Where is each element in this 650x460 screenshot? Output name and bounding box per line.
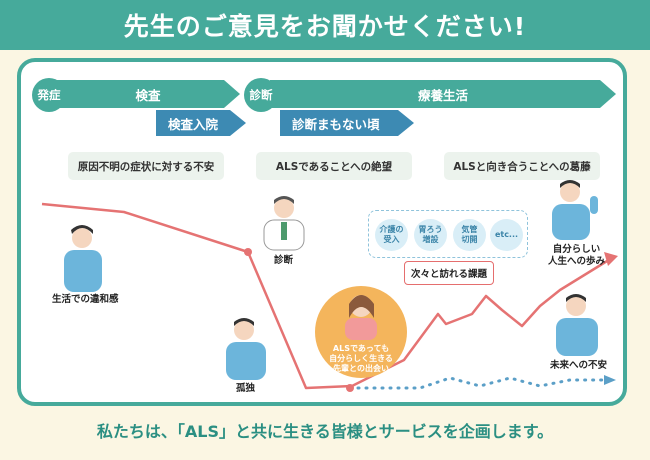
person-discomfort-figure xyxy=(64,225,102,292)
diagnosis-marker xyxy=(244,248,252,256)
footer-message: 私たちは、「ALS」と共に生きる皆様とサービスを企画します。 xyxy=(96,422,554,441)
onset-badge: 発症 xyxy=(32,78,66,112)
curve-arrowhead xyxy=(604,252,618,266)
care-arrow: 療養生活 xyxy=(270,80,616,108)
issue-gastrostomy: 胃ろう 増設 xyxy=(414,219,447,251)
emotion-curve xyxy=(41,202,613,390)
issue-etc: etc... xyxy=(490,219,523,251)
issue-care: 介護の 受入 xyxy=(375,219,408,251)
caption-own-path: 自分らしい 人生への歩み xyxy=(548,244,606,267)
person-future-anxiety-figure xyxy=(556,294,598,356)
person-isolation-figure xyxy=(226,318,266,380)
feeling-despair: ALSであることへの絶望 xyxy=(256,152,412,180)
diagnosis-badge: 診断 xyxy=(244,78,278,112)
exam-arrow: 検査 xyxy=(56,80,240,108)
issues-label: 次々と訪れる課題 xyxy=(404,261,494,285)
bottom-marker xyxy=(346,384,354,392)
admission-arrow: 検査入院 xyxy=(156,110,246,136)
doctor-figure xyxy=(263,196,305,251)
caption-discomfort: 生活での違和感 xyxy=(52,294,119,305)
mentor-meeting-text: ALSであっても 自分らしく生きる 先輩との出会い xyxy=(329,344,393,373)
issue-tracheotomy: 気管 切開 xyxy=(453,219,486,251)
feeling-conflict: ALSと向き合うことへの葛藤 xyxy=(444,152,600,180)
caption-diagnosis: 診断 xyxy=(274,255,294,266)
person-own-path-figure xyxy=(552,180,598,240)
caption-future-anxiety: 未来への不安 xyxy=(550,360,608,371)
future-arrowhead xyxy=(604,375,616,385)
issues-group: 介護の 受入 胃ろう 増設 気管 切開 etc... xyxy=(368,210,528,258)
soon-after-arrow: 診断まもない頃 xyxy=(280,110,414,136)
page-title: 先生のご意見をお聞かせください! xyxy=(0,0,650,50)
feeling-anxiety: 原因不明の症状に対する不安 xyxy=(68,152,224,180)
caption-isolation: 孤独 xyxy=(236,383,256,394)
